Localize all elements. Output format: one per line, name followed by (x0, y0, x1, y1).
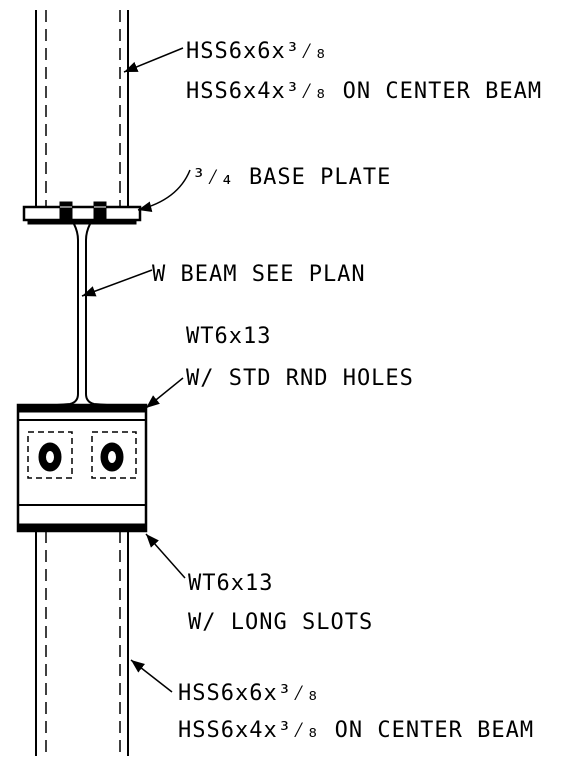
callout-hss-bottom: HSS6x6x³⁄₈ HSS6x4x³⁄₈ ON CENTER BEAM (178, 681, 534, 743)
leader-w-beam (81, 269, 153, 297)
top-hss-column (35, 10, 129, 207)
callout-wt-bottom-line2: W/ LONG SLOTS (188, 610, 373, 635)
callout-hss-top: HSS6x6x³⁄₈ HSS6x4x³⁄₈ ON CENTER BEAM (186, 39, 542, 104)
bottom-hss-column (35, 531, 129, 756)
callout-wt-bottom: WT6x13 W/ LONG SLOTS (188, 571, 373, 635)
callout-wt-top: WT6x13 W/ STD RND HOLES (186, 324, 414, 391)
leader-hss-top (123, 47, 184, 73)
callout-hss-top-line1: HSS6x6x³⁄₈ (186, 39, 328, 64)
leader-hss-bottom (130, 659, 173, 693)
callout-hss-top-line2: HSS6x4x³⁄₈ ON CENTER BEAM (186, 79, 542, 104)
callout-hss-bottom-line2: HSS6x4x³⁄₈ ON CENTER BEAM (178, 718, 534, 743)
leader-wt-top (145, 377, 184, 409)
leader-lines (81, 47, 191, 693)
callout-wt-top-line2: W/ STD RND HOLES (186, 366, 414, 391)
callout-wt-bottom-line1: WT6x13 (188, 571, 273, 596)
wt-connection (16, 403, 148, 533)
base-plate (22, 201, 142, 225)
w-beam (43, 223, 121, 407)
callout-base-plate: ³⁄₄ BASE PLATE (192, 165, 391, 190)
leader-wt-bottom (145, 533, 186, 579)
callout-hss-bottom-line1: HSS6x6x³⁄₈ (178, 681, 320, 706)
callout-base-plate-line1: ³⁄₄ BASE PLATE (192, 165, 391, 190)
leader-base-plate (137, 169, 191, 212)
callout-w-beam-line1: W BEAM SEE PLAN (152, 262, 366, 287)
callout-wt-top-line1: WT6x13 (186, 324, 271, 349)
callout-w-beam: W BEAM SEE PLAN (152, 262, 366, 287)
